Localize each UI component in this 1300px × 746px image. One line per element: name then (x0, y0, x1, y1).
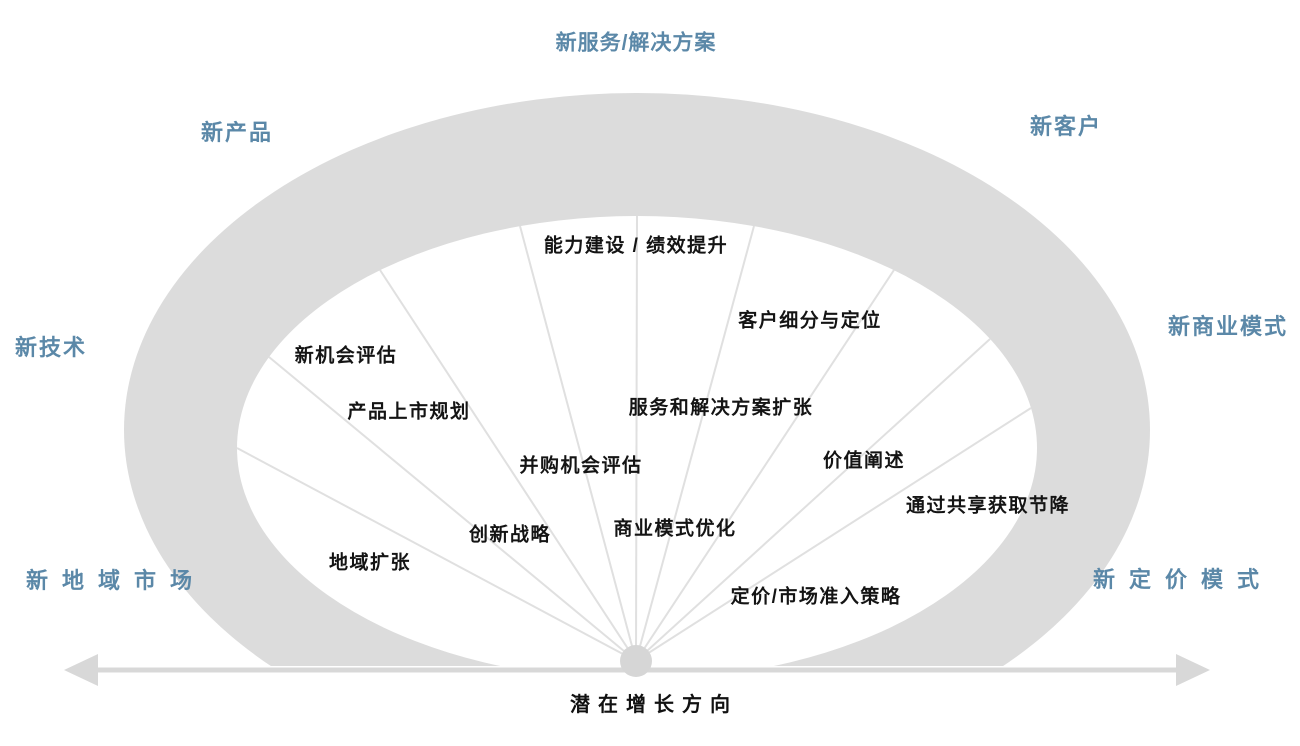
fan-line (635, 225, 755, 662)
fan-line (268, 356, 637, 662)
axis-arrow-right-icon (1176, 654, 1210, 686)
fan-line (635, 407, 1032, 662)
fan-line (519, 225, 637, 662)
fan-label-value-articulation: 价值阐述 (822, 450, 906, 472)
outer-label-new-services-solutions: 新服务/解决方案 (555, 31, 717, 55)
outer-label-new-customers: 新客户 (1029, 114, 1103, 139)
bottom-mask (0, 666, 1300, 746)
fan-label-pricing-market-access: 定价/市场准入策略 (730, 586, 902, 608)
growth-direction-axis-label: 潜在增长方向 (570, 694, 738, 716)
outer-label-new-regional-markets: 新地域市场 (25, 568, 207, 593)
fan-label-ma-opportunity-assessment: 并购机会评估 (519, 455, 643, 477)
fan-lines (236, 215, 1032, 662)
outer-label-new-pricing-model: 新定价模式 (1092, 567, 1274, 592)
fan-label-service-solution-expansion: 服务和解决方案扩张 (628, 397, 814, 419)
fan-line (379, 269, 637, 662)
outer-label-new-technology: 新技术 (14, 335, 88, 360)
fan-label-product-launch-planning: 产品上市规划 (347, 401, 471, 423)
fan-label-innovation-strategy: 创新战略 (468, 524, 552, 546)
outer-label-new-products: 新产品 (200, 120, 274, 145)
fan-line (635, 215, 638, 662)
fan-label-shared-savings: 通过共享获取节降 (905, 495, 1071, 517)
fan-label-capability-performance: 能力建设 / 绩效提升 (543, 235, 729, 257)
axis-arrow-left-icon (64, 654, 98, 686)
fan-line (236, 447, 637, 662)
fan-label-geographic-expansion: 地域扩张 (328, 552, 412, 574)
hub-dot (620, 645, 652, 677)
fan-label-customer-segmentation: 客户细分与定位 (738, 310, 882, 332)
fan-line (635, 338, 991, 662)
fan-line (635, 269, 895, 662)
fan-label-new-opportunity-assessment: 新机会评估 (294, 345, 398, 367)
outer-label-new-business-model: 新商业模式 (1167, 314, 1289, 339)
fan-label-business-model-optimization: 商业模式优化 (613, 518, 737, 540)
